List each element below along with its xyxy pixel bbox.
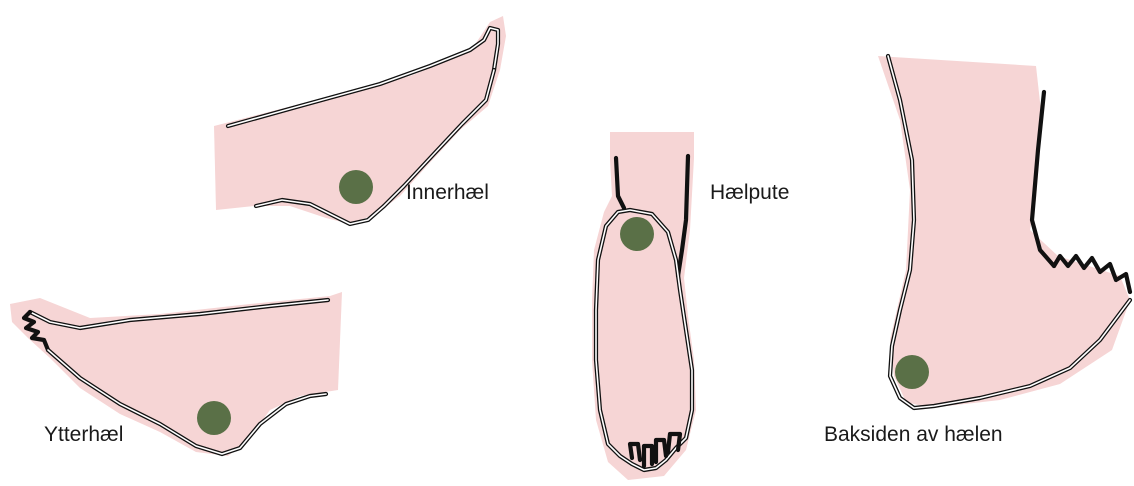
foot-sole-figure [592,132,696,480]
inner-heel-label: Innerhæl [406,182,489,203]
inner-heel-marker [339,170,373,204]
foot-back-skin [878,56,1130,408]
back-of-heel-label: Baksiden av hælen [824,424,1003,445]
outer-heel-label: Ytterhæl [44,424,123,445]
back-of-heel-marker [895,355,929,389]
heel-pad-label: Hælpute [710,182,789,203]
foot-back-figure [878,56,1130,408]
heel-pad-marker [620,217,654,251]
outer-heel-marker [197,401,231,435]
